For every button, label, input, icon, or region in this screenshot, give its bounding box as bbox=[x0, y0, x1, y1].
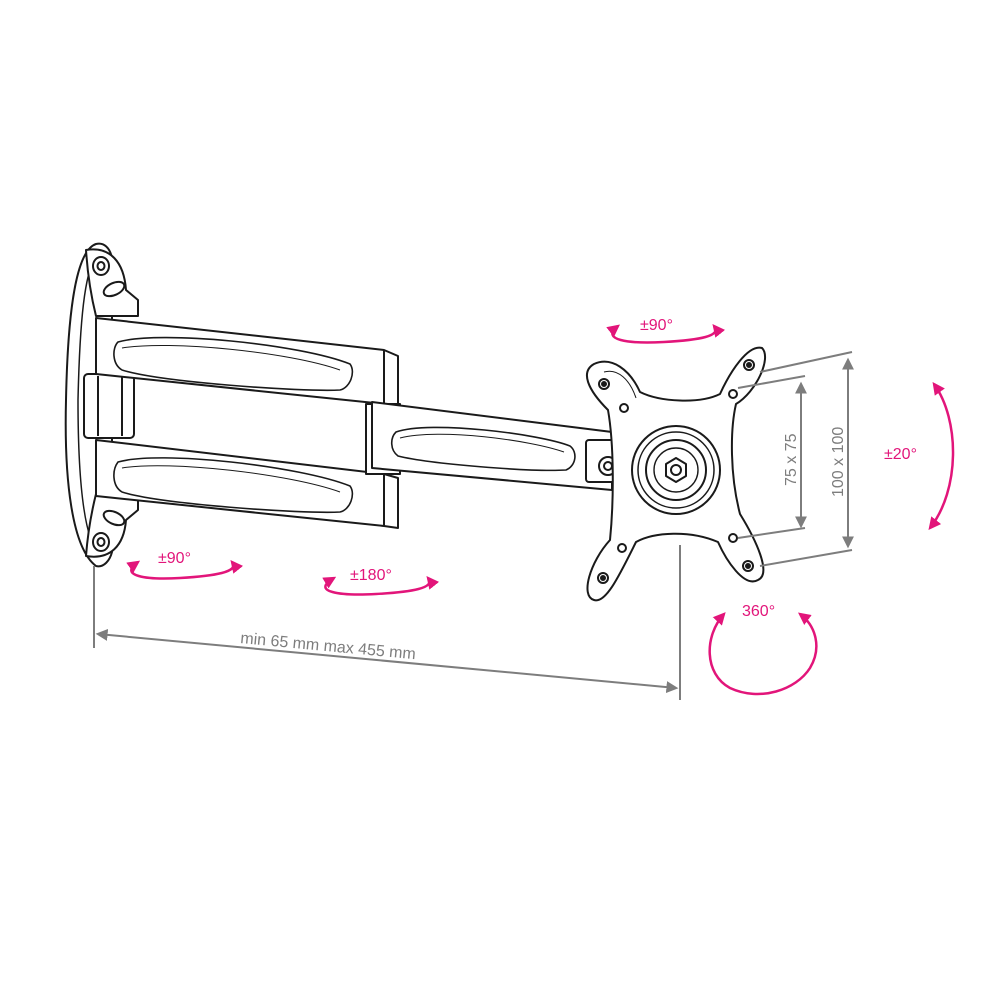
reach-label: min 65 mm max 455 mm bbox=[240, 630, 417, 663]
wall-pivot-rotation-arrow-icon bbox=[126, 560, 244, 580]
head-swivel-rotation-label: ±90° bbox=[640, 317, 673, 334]
main-arm bbox=[95, 317, 401, 529]
vesa-large-label: 100 x 100 bbox=[830, 427, 847, 497]
vesa-small-label: 75 x 75 bbox=[783, 433, 800, 486]
vesa-dimension-lines bbox=[737, 351, 854, 567]
elbow-rotation-label: ±180° bbox=[350, 567, 392, 584]
head-swivel-rotation-arrow-icon bbox=[606, 324, 726, 344]
forearm bbox=[371, 401, 618, 491]
vesa-plate bbox=[585, 346, 767, 602]
wall-hinge bbox=[83, 373, 135, 439]
rotate-360-arrow-icon bbox=[708, 612, 818, 696]
reach-dimension bbox=[93, 545, 681, 700]
wall-pivot-rotation-label: ±90° bbox=[158, 550, 191, 567]
elbow-rotation-arrow-icon bbox=[322, 576, 440, 596]
rotate-360-label: 360° bbox=[742, 603, 775, 620]
tilt-rotation-arrow-icon bbox=[928, 381, 955, 530]
tilt-rotation-label: ±20° bbox=[884, 446, 917, 463]
